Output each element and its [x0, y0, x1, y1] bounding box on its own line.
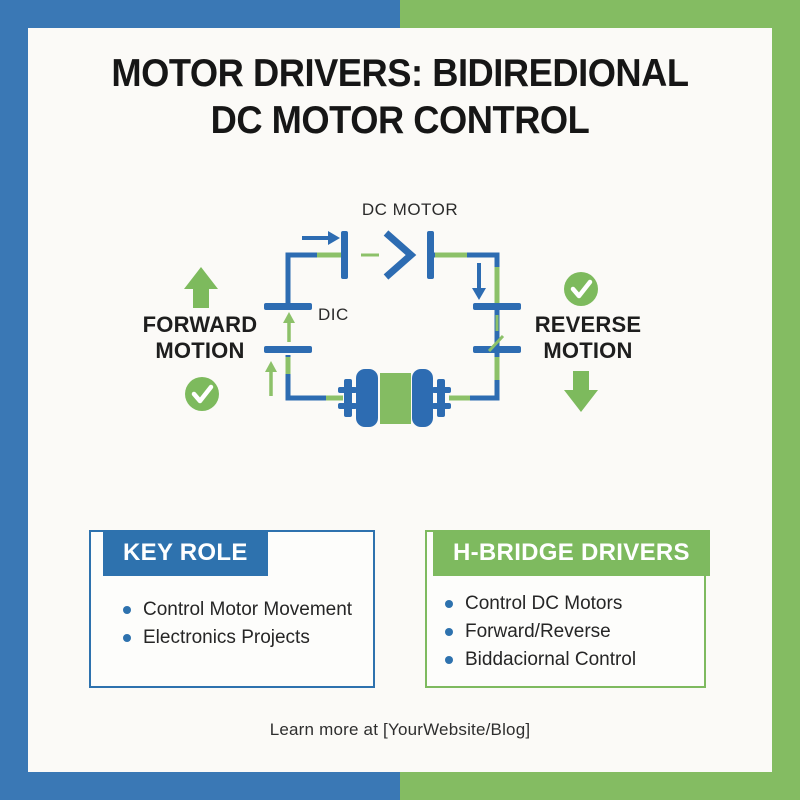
- forward-line-1: FORWARD: [142, 312, 258, 337]
- list-item: Biddaciornal Control: [445, 646, 704, 674]
- title-line-1: MOTOR DRIVERS: BIDIREDIONAL: [111, 52, 689, 95]
- forward-check-icon: [185, 377, 219, 411]
- current-arrow-down-icon: [472, 263, 486, 300]
- forward-motion-label: FORWARD MOTION: [130, 312, 270, 364]
- reverse-line-2: MOTION: [543, 338, 633, 363]
- list-item-label: Biddaciornal Control: [465, 649, 637, 670]
- list-item-label: Control Motor Movement: [143, 599, 353, 620]
- right-switch-plates: [473, 303, 521, 353]
- dic-label: DIC: [318, 305, 349, 324]
- list-item-label: Control DC Motors: [465, 593, 623, 614]
- h-bridge-card: H-BRIDGE DRIVERS Control DC Motors Forwa…: [425, 530, 710, 688]
- dc-motor-plates: [341, 231, 434, 279]
- reverse-motion-label: REVERSE MOTION: [518, 312, 658, 364]
- page-title: MOTOR DRIVERS: BIDIREDIONAL DC MOTOR CON…: [28, 50, 772, 144]
- circuit-wire-green-segments: [285, 252, 500, 401]
- bullet-dot-icon: [123, 634, 131, 642]
- left-switch-plates: [264, 303, 312, 353]
- forward-arrow-up-icon: [184, 267, 218, 308]
- list-item: Control Motor Movement: [123, 596, 373, 624]
- bullet-dot-icon: [445, 656, 453, 664]
- dc-motor-label: DC MOTOR: [361, 200, 459, 219]
- list-item: Control DC Motors: [445, 590, 704, 618]
- open-switch-icon: [487, 315, 505, 353]
- reverse-check-icon: [564, 272, 598, 306]
- motor-symbol: [338, 369, 451, 427]
- list-item-label: Electronics Projects: [143, 627, 310, 648]
- green-arrow-up-inner-icon: [283, 312, 295, 342]
- chevron-right-icon: [383, 230, 417, 280]
- key-role-card: KEY ROLE Control Motor Movement Electron…: [89, 530, 375, 688]
- key-role-card-title: KEY ROLE: [103, 530, 268, 576]
- forward-line-2: MOTION: [155, 338, 245, 363]
- h-bridge-card-title: H-BRIDGE DRIVERS: [433, 530, 710, 576]
- title-line-2: DC MOTOR CONTROL: [210, 99, 590, 142]
- reverse-line-1: REVERSE: [534, 312, 642, 337]
- green-arrow-up-outer-icon: [265, 361, 277, 396]
- bullet-dot-icon: [445, 600, 453, 608]
- list-item-label: Forward/Reverse: [465, 621, 611, 642]
- list-item: Forward/Reverse: [445, 618, 704, 646]
- current-arrow-right-icon: [302, 231, 340, 245]
- footer-text: Learn more at [YourWebsite/Blog]: [269, 720, 531, 739]
- bullet-dot-icon: [123, 606, 131, 614]
- key-role-list: Control Motor Movement Electronics Proje…: [91, 532, 373, 652]
- list-item: Electronics Projects: [123, 624, 373, 652]
- bullet-dot-icon: [445, 628, 453, 636]
- reverse-arrow-down-icon: [564, 371, 598, 412]
- h-bridge-list: Control DC Motors Forward/Reverse Biddac…: [427, 532, 704, 674]
